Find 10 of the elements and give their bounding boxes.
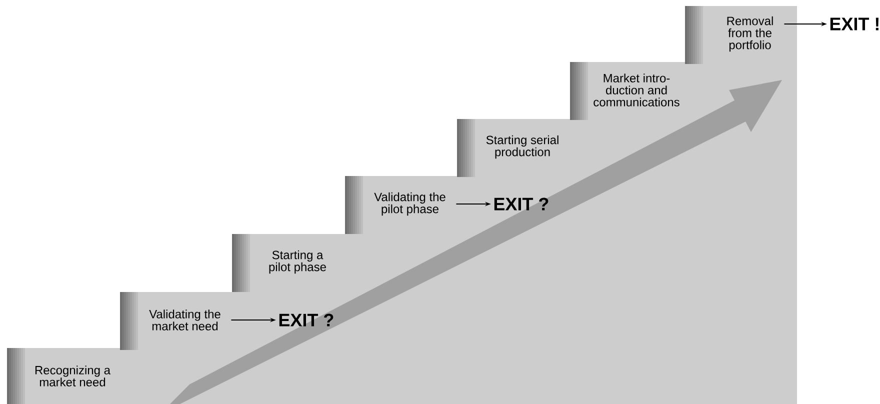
step-label: Validating the pilot phase: [374, 192, 446, 216]
exit-label: EXIT !: [830, 18, 878, 30]
exit-label: EXIT ?: [279, 314, 334, 326]
step-label: Market intro-duction and communications: [594, 74, 680, 106]
step-label: Starting serial production: [486, 135, 558, 159]
step-label: Starting a pilot phase: [269, 250, 326, 274]
step-label: Recognizing a market need: [35, 366, 110, 386]
step-label: Validating the market need: [149, 310, 220, 330]
step-label: Removal from the portfolio: [727, 16, 773, 52]
exit-label: EXIT ?: [494, 198, 548, 210]
